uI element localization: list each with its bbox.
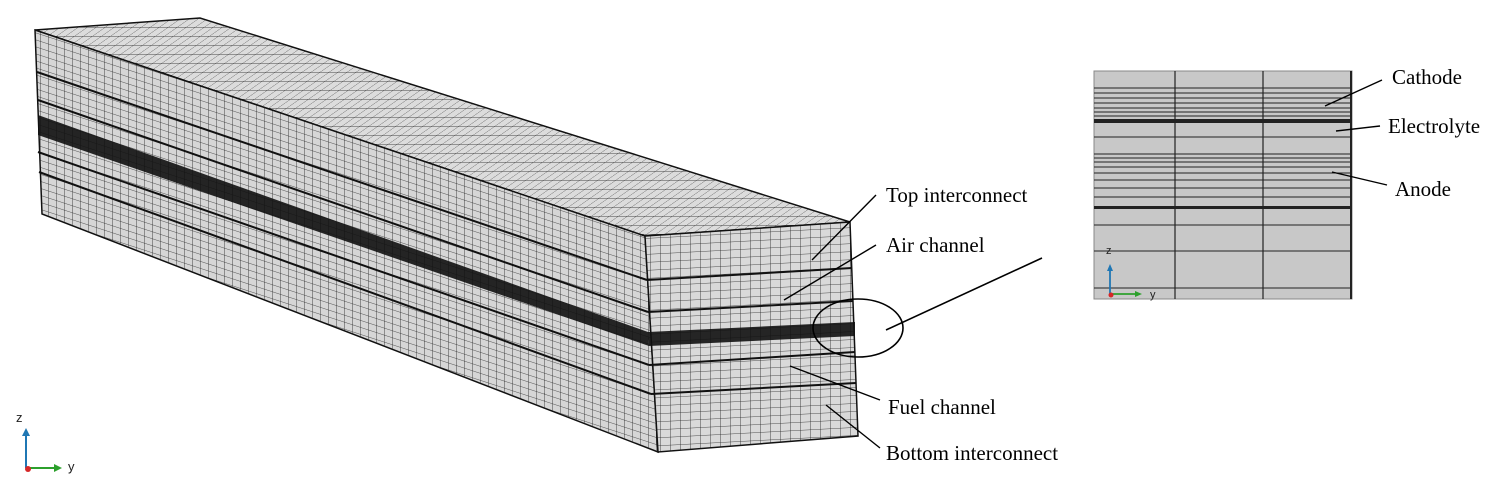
label-electrolyte: Electrolyte — [1388, 114, 1480, 138]
label-air-channel: Air channel — [886, 233, 985, 257]
label-fuel-channel: Fuel channel — [888, 395, 996, 419]
label-anode: Anode — [1395, 177, 1451, 201]
layer-lines-side — [36, 71, 652, 395]
axis-triad-main: z y — [16, 410, 75, 474]
electrode-band-front — [648, 322, 855, 346]
layer-lines-front — [646, 267, 857, 395]
label-top-interconnect: Top interconnect — [886, 183, 1028, 207]
zoom-connector-line — [885, 257, 1043, 331]
inset-axis-y-label: y — [1150, 289, 1156, 301]
axis-triad-inset: z y — [1106, 245, 1156, 301]
label-cathode: Cathode — [1392, 65, 1462, 89]
inset-leader-lines — [1324, 79, 1388, 186]
block-leader-lines — [783, 194, 881, 449]
mesh-block — [34, 17, 859, 454]
electrode-band-side — [38, 115, 649, 346]
inset-panel: z y — [1093, 70, 1353, 301]
label-bottom-interconnect: Bottom interconnect — [886, 441, 1058, 465]
inset-axis-z-label: z — [1106, 245, 1112, 257]
axis-z-label: z — [16, 410, 23, 425]
axis-y-label: y — [68, 459, 75, 474]
zoom-ellipse — [812, 298, 904, 358]
